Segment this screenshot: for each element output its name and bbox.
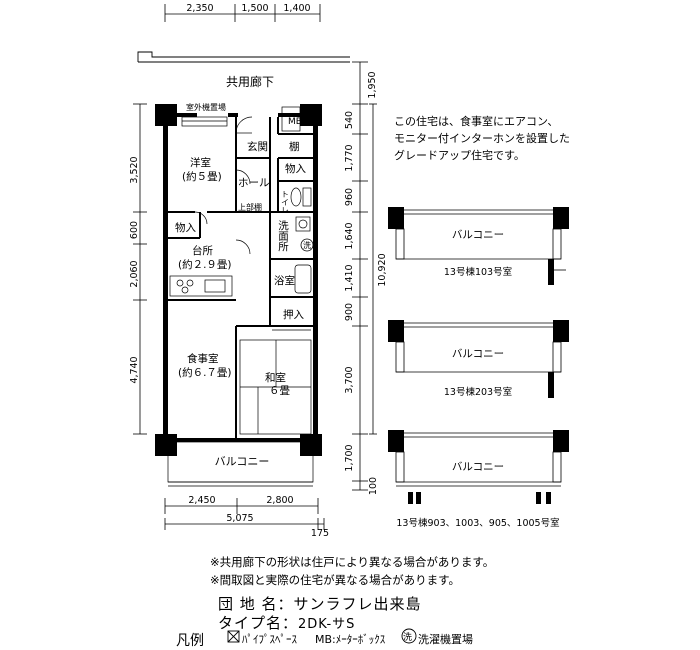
washer-mark: 洗: [303, 240, 311, 250]
western-room-name: 洋室: [190, 156, 211, 169]
variant-1: [388, 207, 569, 285]
mb-label: MB: [288, 117, 302, 127]
note-2: ※間取図と実際の住宅が異なる場合があります。: [210, 573, 460, 587]
legend-pipe-space: ﾊﾟｲﾌﾟｽﾍﾟｰｽ: [242, 633, 297, 646]
kitchen-size: (約２.９畳): [178, 258, 232, 271]
description-line-1: この住宅は、食事室にエアコン、: [394, 115, 559, 128]
estate-name-label: 団 地 名：: [218, 595, 294, 613]
left-dim-3: 2,060: [129, 260, 140, 287]
outdoor-unit-label: 室外機置場: [186, 102, 226, 112]
fixture-lines: [165, 106, 317, 487]
right-dim-7: 900: [344, 303, 355, 321]
washer-legend-circle: [401, 628, 417, 644]
description-line-2: モニター付インターホンを設置した: [394, 132, 570, 145]
notes-block: ※共用廊下の形状は住戸により異なる場合があります。 ※間取図と実際の住宅が異なる…: [210, 553, 494, 589]
corridor-label: 共用廊下: [226, 74, 274, 89]
bottom-dim-2: 2,800: [266, 495, 293, 506]
top-dim-3: 1,400: [283, 3, 310, 14]
left-dimension-line: [133, 103, 147, 435]
toilet-label: トイレ: [281, 190, 290, 214]
type-name-value: 2DK-サS: [298, 617, 356, 632]
left-dim-4: 4,740: [129, 356, 140, 383]
right-dim-6: 1,410: [344, 264, 355, 291]
estate-name-row: 団 地 名：サンラフレ出来島: [218, 593, 422, 614]
right-dim-2: 540: [344, 111, 355, 129]
pipe-space-symbol: [227, 630, 240, 643]
variant-3-balcony: バルコニー: [452, 461, 504, 473]
storage-label-2: 物入: [175, 221, 196, 234]
kitchen-name: 台所: [192, 244, 213, 257]
total-height-dim: 10,920: [377, 253, 388, 286]
right-dim-9: 1,700: [344, 444, 355, 471]
variant-2-balcony: バルコニー: [452, 348, 504, 360]
variant-3: [388, 430, 569, 504]
left-dim-1: 3,520: [129, 156, 140, 183]
japanese-name: 和室: [265, 371, 286, 384]
right-dim-10: 100: [368, 477, 379, 495]
right-dimension-line: [352, 61, 377, 491]
bottom-dim-1: 2,450: [188, 495, 215, 506]
type-name-row: タイプ名：2DK-サS: [218, 612, 355, 633]
variant-2: [388, 320, 569, 398]
closet-label: 押入: [283, 308, 304, 321]
dining-size: (約６.７畳): [178, 366, 232, 379]
right-dim-5: 1,640: [344, 222, 355, 249]
japanese-size: ６畳: [269, 385, 290, 397]
bottom-dim-3: 5,075: [226, 513, 253, 524]
balcony-label: バルコニー: [215, 455, 270, 468]
variant-3-caption: 13号棟903、1003、905、1005号室: [396, 517, 559, 529]
washer-legend-mark: 洗: [403, 631, 412, 643]
bath-label: 浴室: [274, 274, 295, 287]
right-dim-1: 1,950: [367, 71, 378, 98]
top-dim-2: 1,500: [241, 3, 268, 14]
legend-washer: 洗濯機置場: [418, 633, 473, 646]
washroom-label: 洗面所: [277, 220, 289, 252]
legend-title: 凡例: [176, 633, 204, 649]
variant-1-caption: 13号棟103号室: [444, 266, 512, 278]
type-name-label: タイプ名：: [218, 614, 299, 632]
right-dim-4: 960: [344, 188, 355, 206]
right-dim-3: 1,770: [344, 144, 355, 171]
entrance-label: 玄関: [247, 140, 268, 153]
legend-meter-box: MB:ﾒｰﾀｰﾎﾞｯｸｽ: [315, 633, 386, 646]
estate-name-value: サンラフレ出来島: [293, 595, 422, 613]
variant-2-caption: 13号棟203号室: [444, 386, 512, 398]
upper-shelf-label: 上部棚: [238, 202, 262, 212]
washer-mark-circle: [300, 238, 314, 252]
variant-1-balcony: バルコニー: [452, 229, 504, 241]
description-block: この住宅は、食事室にエアコン、 モニター付インターホンを設置した グレードアップ…: [394, 113, 570, 164]
bottom-dimension-line: [164, 498, 325, 530]
corridor-outline: [137, 51, 350, 63]
storage-label-1: 物入: [285, 162, 306, 175]
left-dim-2: 600: [129, 221, 140, 239]
shelf-label: 棚: [289, 140, 300, 153]
western-room-size: (約５畳): [182, 170, 222, 183]
note-1: ※共用廊下の形状は住戸により異なる場合があります。: [210, 555, 495, 569]
dining-name: 食事室: [187, 352, 219, 365]
description-line-3: グレードアップ住宅です。: [394, 149, 525, 162]
top-dimension-line: [164, 4, 321, 22]
hall-label: ホール: [238, 177, 270, 189]
right-dim-8: 3,700: [344, 366, 355, 393]
top-dim-1: 2,350: [186, 3, 213, 14]
bottom-dim-4: 175: [311, 528, 329, 539]
